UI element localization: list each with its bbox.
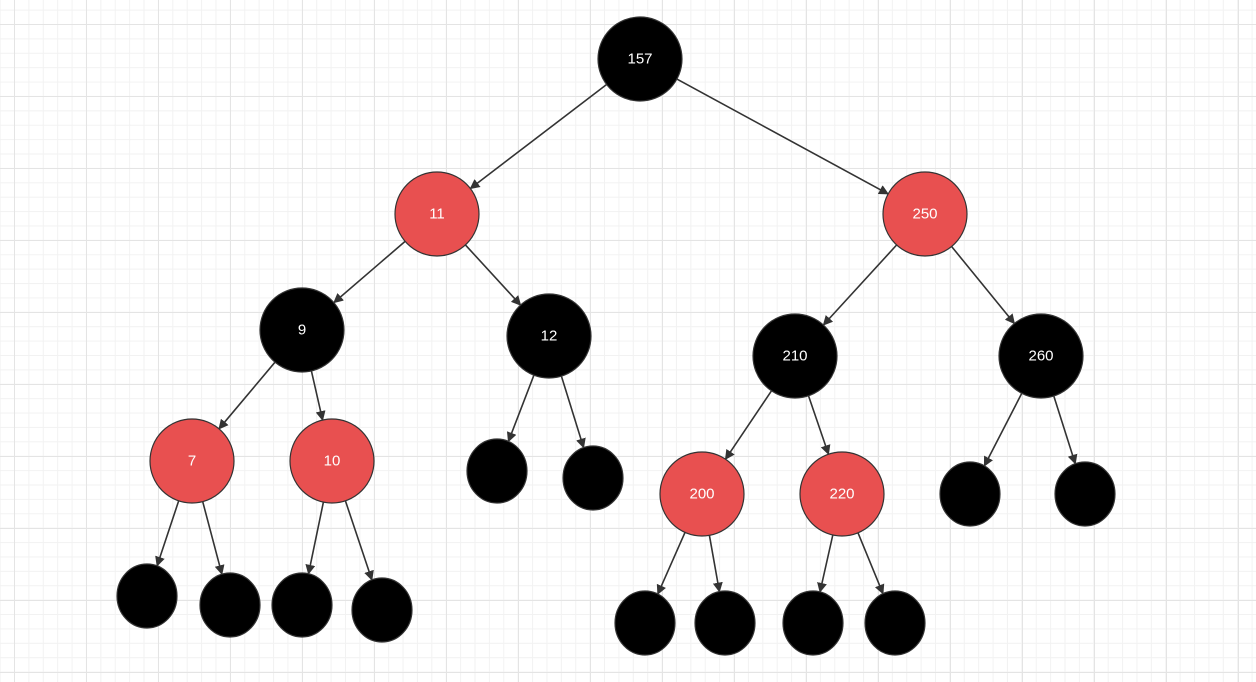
edge-n260-to-nil_260_r <box>1053 395 1078 465</box>
edge-n7-to-nil_7_r <box>201 501 225 576</box>
edge-n12-to-nil_12_r <box>560 375 586 449</box>
tree-node-11: 11 <box>394 171 480 257</box>
black-node-circle <box>752 313 838 399</box>
edge-n250-to-n210 <box>822 244 898 326</box>
black-node-circle <box>782 590 844 656</box>
black-node-circle <box>199 572 261 638</box>
edge-n210-to-n200 <box>724 390 773 461</box>
nil-leaf-node <box>694 590 756 656</box>
nil-leaf-node <box>466 438 528 504</box>
nodes-layer: 157 11 250 9 12 210 260 7 10 200 220 <box>116 16 1116 656</box>
nil-leaf-node <box>1054 461 1116 527</box>
edge-n7-to-nil_7_l <box>155 500 180 567</box>
tree-node-260: 260 <box>998 313 1084 399</box>
black-node-circle <box>864 590 926 656</box>
tree-node-220: 220 <box>799 451 885 537</box>
node-label: 10 <box>324 453 341 470</box>
edge-n220-to-nil_220_r <box>857 532 885 595</box>
edge-n10-to-nil_10_l <box>305 501 325 575</box>
tree-node-200: 200 <box>659 451 745 537</box>
edge-n200-to-nil_200_r <box>708 535 723 593</box>
red-node-circle <box>149 418 235 504</box>
red-node-circle <box>659 451 745 537</box>
red-node-circle <box>394 171 480 257</box>
edge-n9-to-n10 <box>310 370 326 422</box>
tree-node-250: 250 <box>882 171 968 257</box>
tree-node-10: 10 <box>289 418 375 504</box>
black-node-circle <box>271 572 333 638</box>
tree-node-12: 12 <box>506 293 592 379</box>
black-node-circle <box>1054 461 1116 527</box>
black-node-circle <box>939 461 1001 527</box>
node-label: 11 <box>429 206 445 223</box>
nil-leaf-node <box>864 590 926 656</box>
edge-n157-to-n11 <box>469 83 608 190</box>
nil-leaf-node <box>351 577 413 643</box>
tree-node-157: 157 <box>597 16 683 102</box>
black-node-circle <box>259 287 345 373</box>
edge-n12-to-nil_12_l <box>506 374 535 443</box>
node-label: 12 <box>541 328 558 345</box>
tree-node-9: 9 <box>259 287 345 373</box>
nil-leaf-node <box>614 590 676 656</box>
node-label: 7 <box>188 453 196 470</box>
red-node-circle <box>799 451 885 537</box>
red-node-circle <box>882 171 968 257</box>
black-node-circle <box>116 563 178 629</box>
edge-n9-to-n7 <box>218 361 276 430</box>
edge-n11-to-n12 <box>464 244 522 306</box>
edge-n157-to-n250 <box>676 78 889 195</box>
node-label: 9 <box>298 322 306 339</box>
red-node-circle <box>289 418 375 504</box>
nil-leaf-node <box>939 461 1001 527</box>
nil-leaf-node <box>782 590 844 656</box>
node-label: 200 <box>689 486 714 503</box>
black-node-circle <box>466 438 528 504</box>
edges-layer <box>155 78 1078 596</box>
tree-node-7: 7 <box>149 418 235 504</box>
nil-leaf-node <box>116 563 178 629</box>
black-node-circle <box>694 590 756 656</box>
edge-n11-to-n9 <box>333 240 406 304</box>
edge-n250-to-n260 <box>950 245 1016 325</box>
edge-n210-to-n220 <box>807 395 831 456</box>
node-label: 157 <box>627 51 652 68</box>
tree-node-210: 210 <box>752 313 838 399</box>
nil-leaf-node <box>271 572 333 638</box>
node-label: 220 <box>829 486 854 503</box>
black-node-circle <box>351 577 413 643</box>
black-node-circle <box>597 16 683 102</box>
edge-n260-to-nil_260_l <box>983 392 1023 467</box>
black-node-circle <box>998 313 1084 399</box>
black-node-circle <box>562 445 624 511</box>
node-label: 260 <box>1028 348 1053 365</box>
nil-leaf-node <box>199 572 261 638</box>
black-node-circle <box>614 590 676 656</box>
nil-leaf-node <box>562 445 624 511</box>
edge-n10-to-nil_10_r <box>344 500 374 581</box>
edge-n200-to-nil_200_l <box>656 532 686 596</box>
node-label: 210 <box>782 348 807 365</box>
node-label: 250 <box>912 206 937 223</box>
edge-n220-to-nil_220_l <box>817 534 834 593</box>
black-node-circle <box>506 293 592 379</box>
